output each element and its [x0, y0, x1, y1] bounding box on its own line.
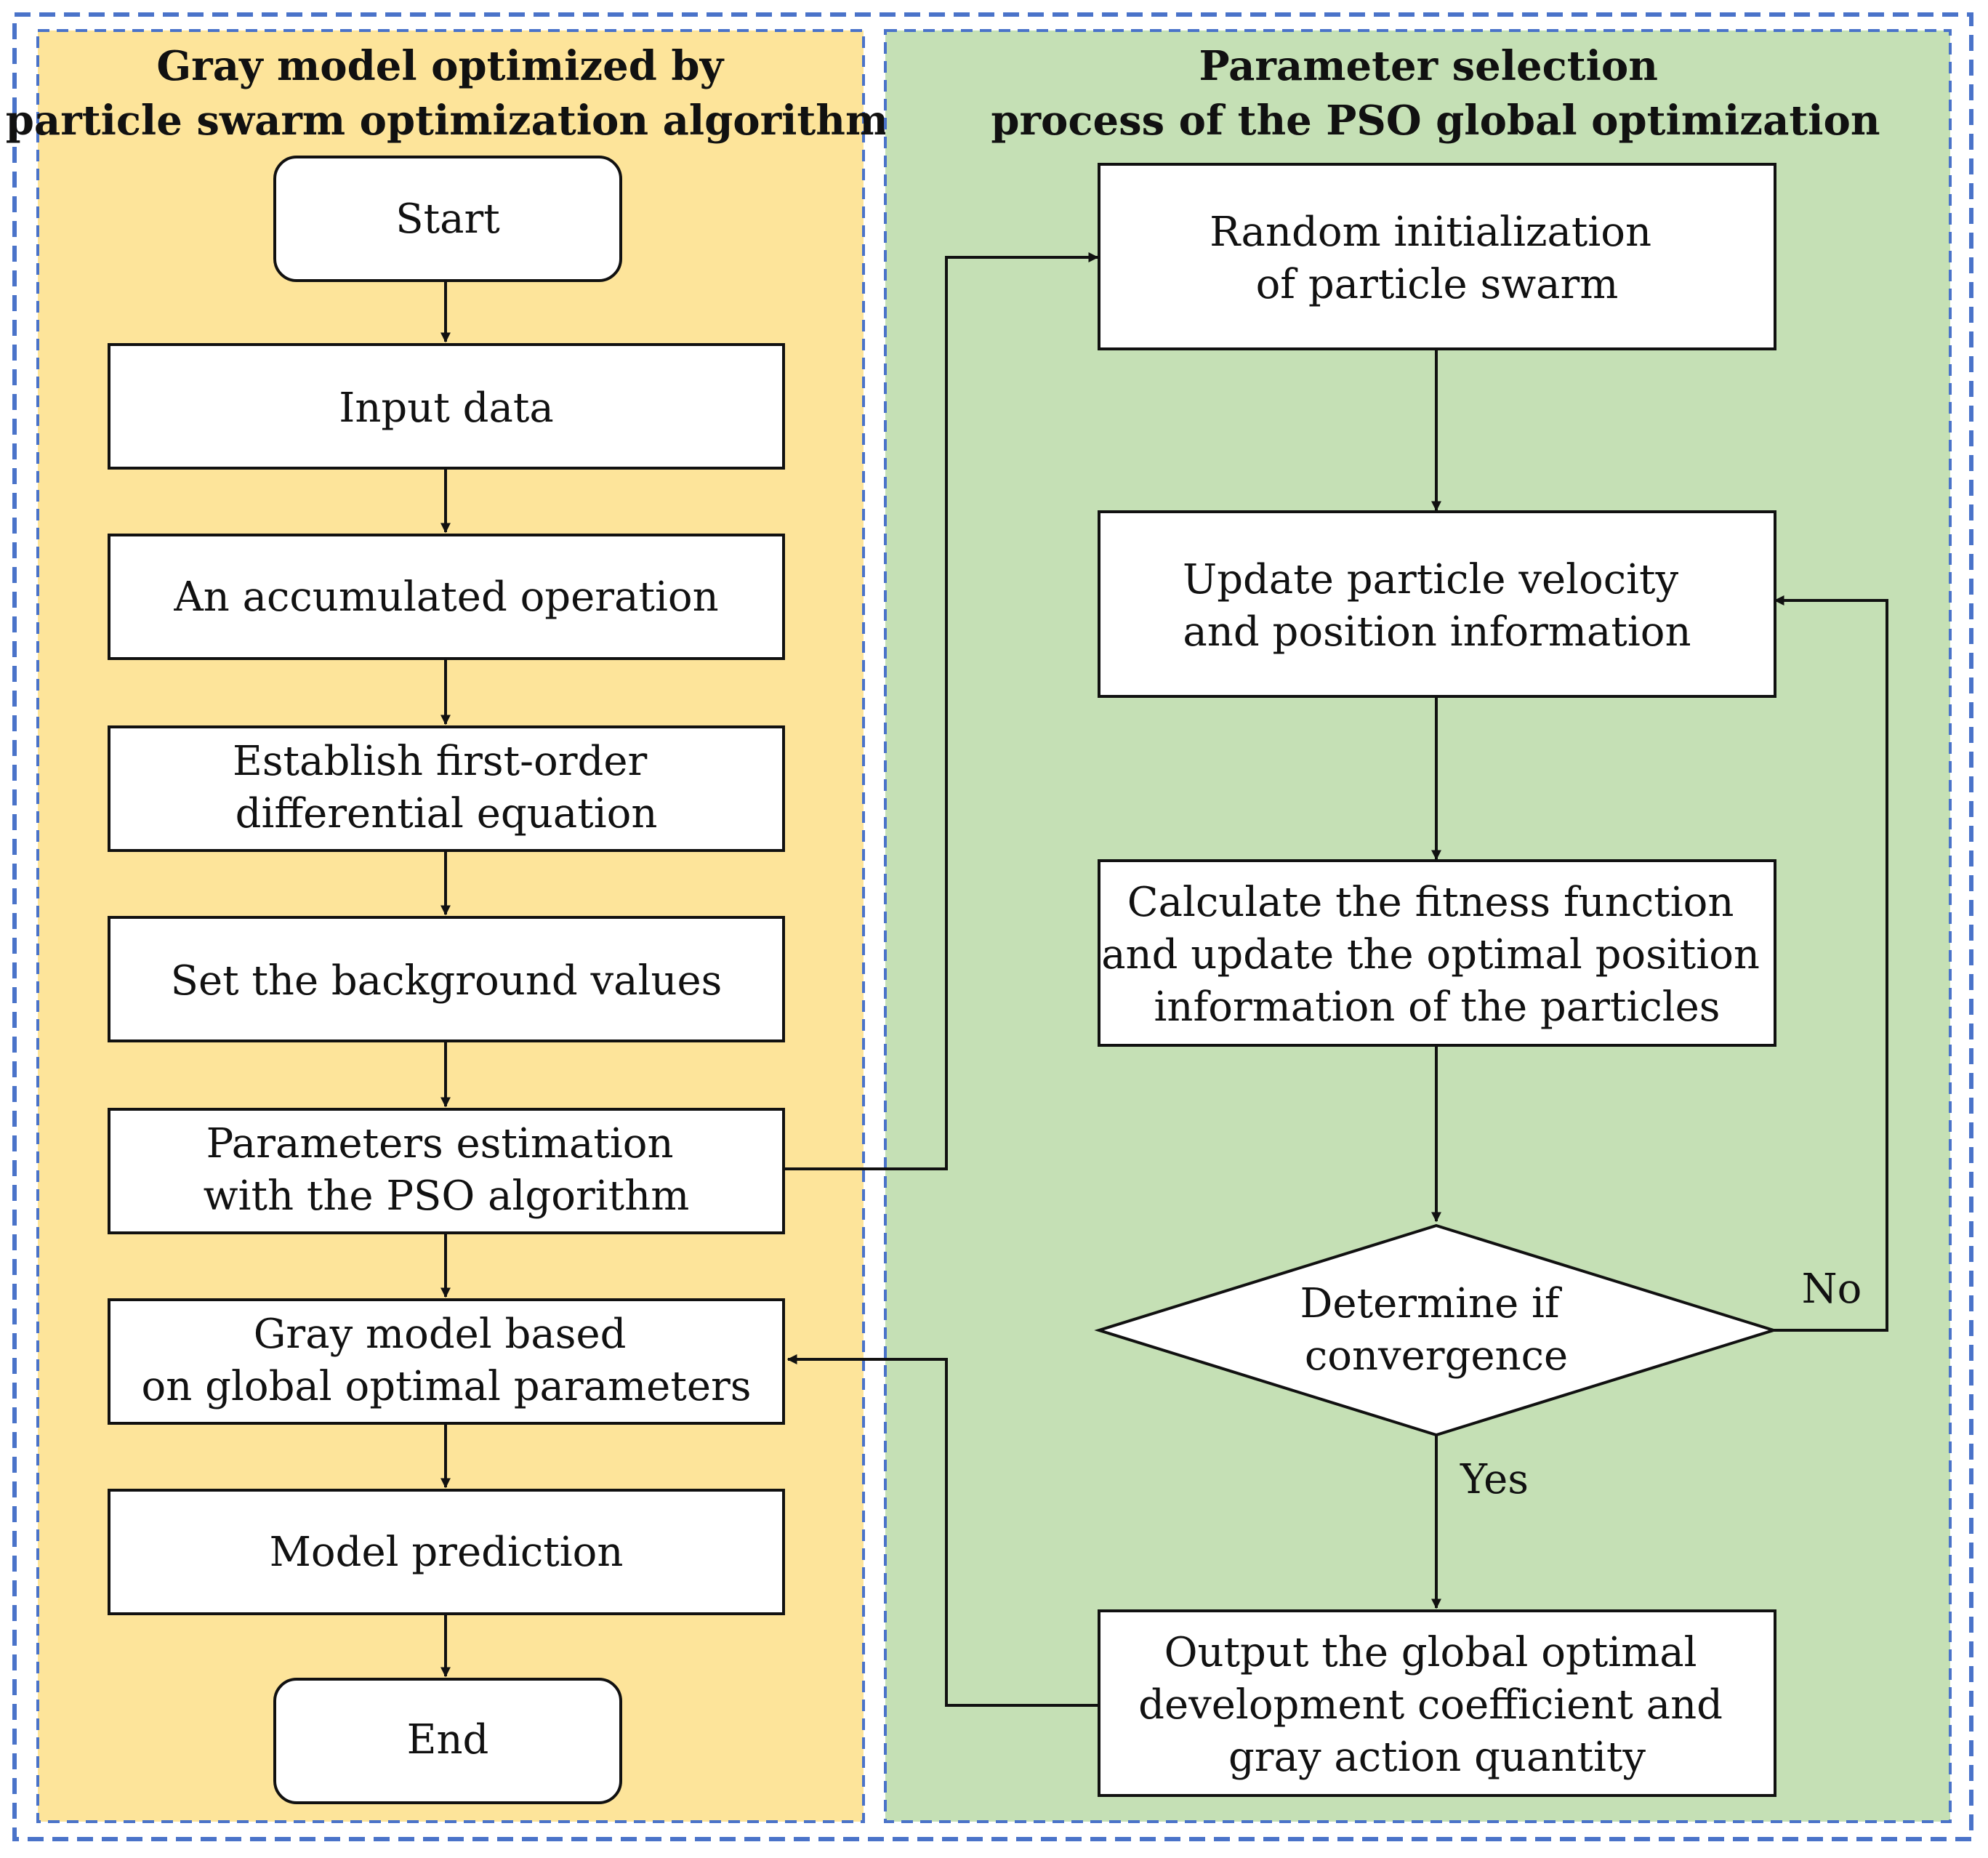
left-panel-title: Gray model optimized by particle swarm o… [6, 42, 889, 145]
node-start-label: Start [395, 196, 500, 243]
node-gray-model: Gray model based on global optimal param… [108, 1298, 785, 1425]
node-convergence-decision-label: Determine if convergence [1300, 1280, 1573, 1380]
node-output-optimal: Output the global optimal development co… [1098, 1609, 1776, 1797]
node-end: End [273, 1678, 622, 1804]
node-start: Start [273, 156, 622, 282]
node-fitness-function-label: Calculate the fitness function and updat… [1101, 879, 1773, 1031]
node-output-optimal-label: Output the global optimal development co… [1138, 1629, 1736, 1781]
node-random-initialization-label: Random initialization of particle swarm [1210, 209, 1665, 308]
node-convergence-decision: Determine if convergence [1094, 1223, 1779, 1437]
outer-frame [12, 12, 1973, 1841]
node-model-prediction-label: Model prediction [270, 1529, 624, 1576]
node-input-data: Input data [108, 343, 785, 470]
node-update-velocity-label: Update particle velocity and position in… [1183, 556, 1691, 656]
node-differential-equation-label: Establish first-order differential equat… [233, 738, 660, 837]
node-parameters-estimation-label: Parameters estimation with the PSO algor… [204, 1120, 690, 1220]
edge-label-no: No [1802, 1266, 1862, 1313]
node-background-values: Set the background values [108, 916, 785, 1042]
arrow-output-to-graymodel [786, 1354, 1099, 1707]
node-model-prediction: Model prediction [108, 1489, 785, 1615]
node-parameters-estimation: Parameters estimation with the PSO algor… [108, 1108, 785, 1234]
node-update-velocity: Update particle velocity and position in… [1098, 510, 1776, 698]
right-panel-title: Parameter selection process of the PSO g… [991, 42, 1880, 145]
node-accumulated-operation-label: An accumulated operation [173, 574, 718, 621]
node-input-data-label: Input data [339, 385, 554, 432]
node-background-values-label: Set the background values [171, 957, 723, 1005]
node-random-initialization: Random initialization of particle swarm [1098, 163, 1776, 350]
arrow-decision-no-loop [1774, 595, 1888, 1332]
node-differential-equation: Establish first-order differential equat… [108, 725, 785, 852]
node-fitness-function: Calculate the fitness function and updat… [1098, 859, 1776, 1047]
arrow-estimation-to-init [785, 252, 1099, 1170]
node-gray-model-label: Gray model based on global optimal param… [142, 1311, 752, 1410]
edge-label-yes: Yes [1460, 1456, 1529, 1503]
connectors [440, 252, 1888, 1707]
node-end-label: End [407, 1716, 489, 1764]
node-accumulated-operation: An accumulated operation [108, 534, 785, 660]
